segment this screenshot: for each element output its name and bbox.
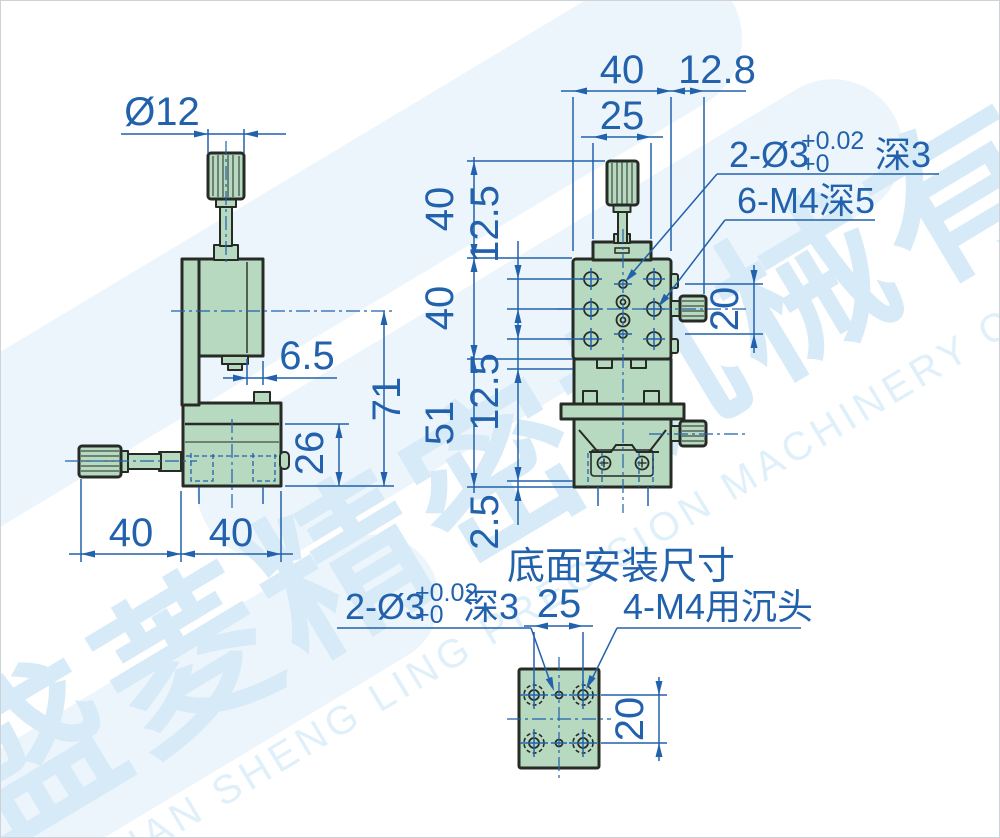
dim-side-hole-pitch: 20: [685, 265, 763, 353]
dim-base-height: 26: [285, 423, 349, 486]
dim-neck-width: 25: [581, 94, 663, 239]
dim-text-bottom-plate-thickness: 2.5: [463, 494, 507, 550]
dim-text-hole-pitch-upper: 12.5: [463, 185, 507, 263]
front-table-neck: [591, 240, 653, 262]
dim-knob-diameter: Ø12: [121, 90, 286, 153]
hidden-slot: [252, 453, 276, 482]
dim-text-bottom-pitch-y: 20: [608, 697, 652, 742]
label-pin-depth: 深3: [875, 134, 931, 175]
front-dovetail-slot: [589, 444, 659, 453]
dim-text-width-right: 40: [209, 511, 254, 555]
front-top-knob-knurl: [611, 162, 633, 204]
leader-counterbore: 4-M4用沉头: [586, 586, 813, 689]
label-pin-tol-upper: +0.02: [801, 127, 864, 155]
leader-thread-holes: 6-M4深5: [658, 180, 875, 307]
bottom-view-title: 底面安装尺寸: [507, 546, 735, 588]
dim-bottom-hole-pitch-y: 20: [601, 677, 667, 761]
dim-carriage-offset: 6.5: [223, 334, 337, 385]
label-bottom-pin-count: 2-Ø3: [345, 586, 425, 627]
leader-pin-holes: 2-Ø3 +0.02 +0 深3: [625, 127, 939, 282]
side-carriage-nub: [221, 355, 249, 365]
side-screw-tip: [279, 451, 290, 470]
watermark-band: [1, 534, 440, 837]
leader-bottom-pin-holes: 2-Ø3 +0.02 +0 深3: [337, 579, 554, 691]
front-view: 40 12.8 25 40 40 51: [418, 48, 939, 550]
dim-text-knob-overhang: 12.8: [678, 48, 756, 92]
dim-text-body-height: 40: [418, 286, 462, 331]
dim-text-base-section-height: 51: [418, 401, 462, 446]
label-bottom-pin-depth: 深3: [463, 586, 519, 627]
hidden-slot: [190, 453, 214, 482]
dim-base-widths: 40 40: [69, 479, 293, 562]
dim-text-total-height: 71: [365, 377, 409, 422]
front-side-knob-knurl: [682, 300, 704, 317]
front-saddle-tab: [582, 390, 598, 405]
dim-text-hole-pitch-lower: 12.5: [463, 353, 507, 431]
front-side-tab: [670, 338, 679, 354]
side-base-tab: [253, 391, 271, 404]
side-bracket: [180, 257, 201, 407]
front-clamp-screws: [596, 455, 650, 471]
dim-text-table-width: 40: [600, 48, 645, 92]
bottom-counterbore-holes: [520, 681, 597, 757]
dim-text-knob-height: 40: [418, 187, 462, 232]
dim-text-side-hole-pitch: 20: [703, 287, 747, 332]
front-saddle-tab: [643, 390, 660, 405]
dim-text-base-height: 26: [288, 431, 332, 476]
bottom-view: 底面安装尺寸: [337, 546, 813, 781]
dim-table-width: 40 12.8: [561, 48, 756, 294]
front-neck-slot: [614, 247, 630, 254]
watermark-band: [196, 79, 903, 560]
dim-left-outer-chain: 40 40 51: [418, 157, 605, 493]
dim-text-width-left: 40: [109, 511, 154, 555]
side-view: Ø12 6.5 71 26: [65, 90, 409, 562]
dim-text-knob-diameter: Ø12: [124, 90, 200, 134]
watermark-band: [1, 1, 743, 552]
dim-total-height: 71: [285, 311, 409, 487]
dim-text-carriage-offset: 6.5: [279, 334, 335, 378]
side-top-knob-knurl: [212, 155, 240, 197]
dim-bottom-hole-pitch-x: 25: [524, 582, 593, 688]
front-lower-knob-knurl: [682, 425, 704, 442]
side-carriage: [197, 257, 265, 358]
side-carriage-nub2: [227, 363, 243, 371]
label-pin-hole-count: 2-Ø3: [729, 134, 809, 175]
dim-text-neck-width: 25: [600, 94, 645, 138]
front-base-hidden: [587, 453, 654, 506]
label-bottom-pin-tol-lower: +0: [415, 601, 444, 629]
front-m4-holes: [580, 268, 665, 350]
dim-left-inner-chain: 12.5 12.5 2.5: [463, 185, 583, 550]
label-counterbore-spec: 4-M4用沉头: [623, 586, 813, 627]
label-thread-spec: 6-M4深5: [737, 180, 875, 221]
label-bottom-pin-tol-upper: +0.02: [415, 579, 478, 607]
dim-text-bottom-pitch-x: 25: [537, 582, 582, 626]
front-dovetail-edges: [578, 429, 667, 453]
